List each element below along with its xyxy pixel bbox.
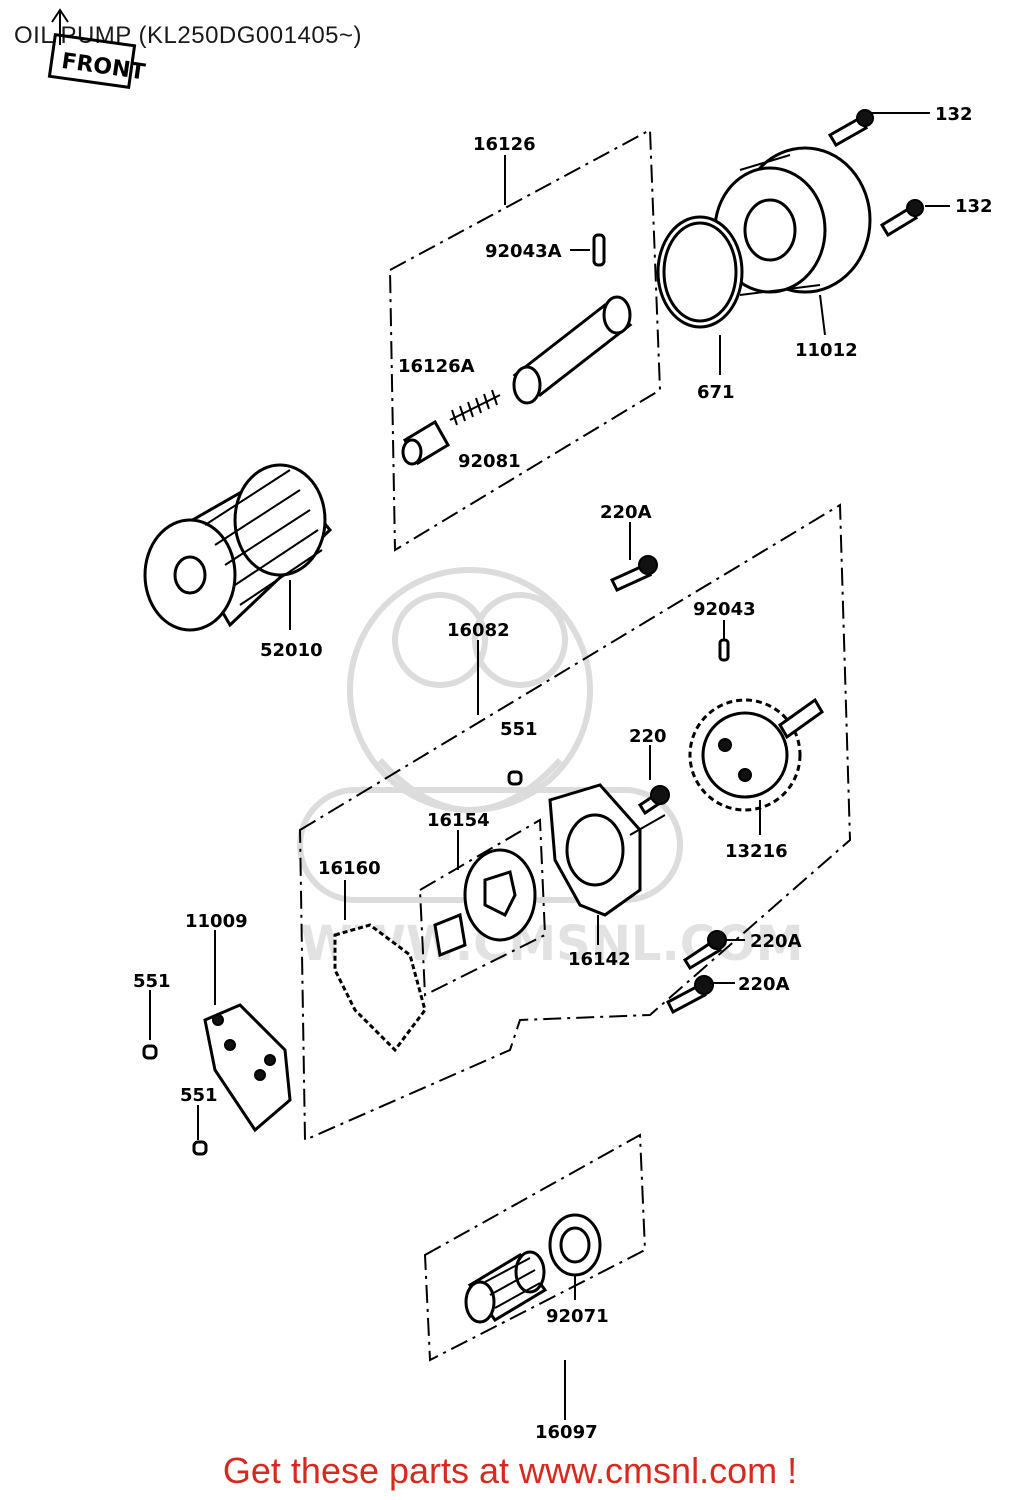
oil-filter-52010	[143, 463, 333, 632]
relief-valve-16126A	[512, 295, 633, 405]
part-label-92043: 92043	[693, 599, 756, 620]
spring-92081	[449, 389, 501, 426]
part-label-92071: 92071	[546, 1306, 609, 1327]
dowel-pin-551-b	[142, 1044, 158, 1060]
pump-body-16142	[548, 783, 666, 917]
part-label-16126A: 16126A	[398, 356, 475, 377]
part-label-16082: 16082	[447, 620, 510, 641]
pump-cover-16160	[333, 923, 427, 1053]
part-label-551: 551	[500, 719, 538, 740]
gasket-11009	[203, 1003, 292, 1133]
part-labels: 132 132 16126 92043A 16126A 92081 671 11…	[133, 104, 993, 1443]
part-label-11009: 11009	[185, 911, 248, 932]
group-box-16097	[423, 1133, 647, 1362]
pin-92043	[718, 638, 730, 662]
dowel-pin-551-c	[192, 1140, 208, 1156]
o-ring-671	[656, 215, 744, 329]
screw-220A-lower-1	[682, 930, 727, 971]
part-label-551: 551	[180, 1085, 218, 1106]
part-label-13216: 13216	[725, 841, 788, 862]
part-label-132: 132	[955, 196, 993, 217]
plunger	[401, 419, 451, 466]
strainer-16097	[464, 1250, 548, 1324]
seal-92071	[548, 1213, 602, 1277]
part-label-551: 551	[133, 971, 171, 992]
screw-220A-top	[609, 555, 658, 592]
part-label-16097: 16097	[535, 1422, 598, 1443]
part-label-220A: 220A	[738, 974, 790, 995]
group-box-16082	[298, 503, 852, 1142]
group-box-16154	[418, 818, 547, 997]
group-box-16126	[388, 128, 662, 552]
rotor-set-16154	[433, 848, 537, 958]
part-label-220: 220	[629, 726, 667, 747]
screw-220A-lower-2	[666, 975, 714, 1015]
part-label-92081: 92081	[458, 451, 521, 472]
part-label-132: 132	[935, 104, 973, 125]
part-label-92043A: 92043A	[485, 241, 562, 262]
part-label-52010: 52010	[260, 640, 323, 661]
drive-gear-13216	[688, 697, 824, 812]
part-label-671: 671	[697, 382, 735, 403]
part-label-16154: 16154	[427, 810, 490, 831]
pin-92043A	[592, 233, 606, 267]
footer-link[interactable]: Get these parts at www.cmsnl.com !	[222, 1450, 798, 1491]
screw-220	[637, 785, 670, 816]
part-label-220A: 220A	[750, 931, 802, 952]
dowel-pin-551-a	[507, 770, 523, 786]
part-label-220A: 220A	[600, 502, 652, 523]
part-label-16126: 16126	[473, 134, 536, 155]
leader-lines	[149, 112, 950, 1420]
part-label-16142: 16142	[568, 949, 631, 970]
front-marker: FRONT	[47, 8, 147, 90]
bolt-132-side	[879, 199, 924, 238]
part-label-11012: 11012	[795, 340, 858, 361]
part-label-16160: 16160	[318, 858, 381, 879]
bolt-132-top	[827, 109, 874, 148]
